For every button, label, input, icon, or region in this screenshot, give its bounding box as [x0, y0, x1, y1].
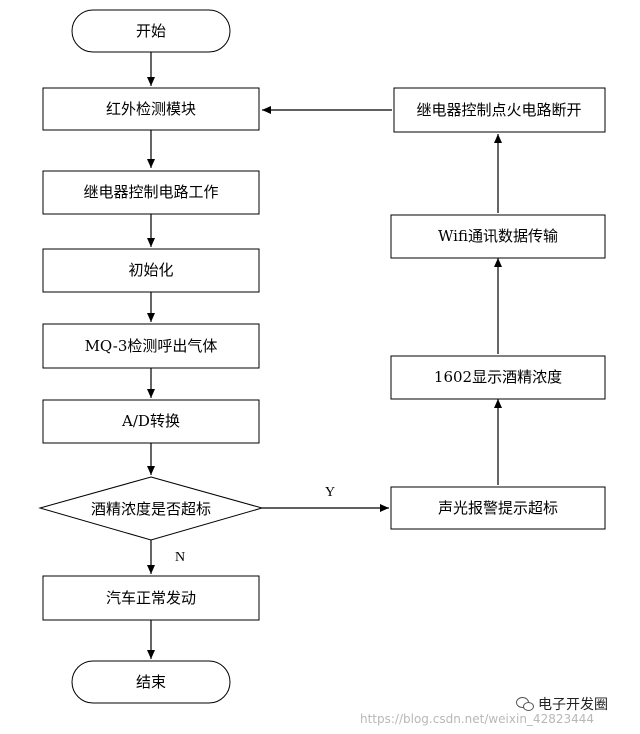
flow-edges [147, 52, 502, 659]
node-decision-label: 酒精浓度是否超标 [91, 500, 211, 518]
process-mq3 [42, 323, 260, 369]
node-end-label: 结束 [136, 673, 166, 691]
watermark-logo: 电子开发圈 [516, 694, 608, 714]
node-alarm: 声光报警提示超标 [390, 486, 606, 530]
process-ir-module [42, 87, 260, 131]
node-start: 开始 [71, 9, 231, 53]
node-decision: 酒精浓度是否超标 [38, 476, 264, 541]
node-mq3-label: MQ-3检测呼出气体 [85, 337, 218, 355]
wechat-icon [516, 697, 534, 711]
node-relay-circuit-label: 继电器控制电路工作 [83, 183, 218, 201]
node-init: 初始化 [42, 248, 260, 293]
node-mq3: MQ-3检测呼出气体 [42, 323, 260, 369]
node-lcd: 1602显示酒精浓度 [390, 355, 606, 400]
node-wifi-label: Wifi通讯数据传输 [438, 227, 558, 245]
process-lcd [390, 355, 606, 400]
watermark-url: https://blog.csdn.net/weixin_42823444 [360, 712, 595, 726]
node-relay-cutoff-label: 继电器控制点火电路断开 [416, 101, 581, 119]
process-relay-circuit [42, 170, 260, 215]
node-start-label: 开始 [136, 22, 166, 40]
terminator-start [71, 9, 231, 53]
node-init-label: 初始化 [128, 261, 173, 279]
watermark-logo-text: 电子开发圈 [538, 697, 608, 713]
process-wifi [390, 214, 606, 259]
process-alarm [390, 486, 606, 530]
process-car-start [42, 575, 260, 621]
node-ad-label: A/D转换 [121, 412, 180, 430]
node-wifi: Wifi通讯数据传输 [390, 214, 606, 259]
node-ir-module-label: 红外检测模块 [106, 100, 196, 118]
node-alarm-label: 声光报警提示超标 [438, 499, 558, 517]
decision-diamond [38, 476, 264, 541]
edge-label-no: N [175, 550, 185, 565]
node-end: 结束 [71, 660, 231, 704]
node-relay-cutoff: 继电器控制点火电路断开 [393, 87, 606, 133]
process-init [42, 248, 260, 293]
edge-label-yes: Y [325, 485, 335, 500]
node-car-start-label: 汽车正常发动 [106, 589, 196, 607]
process-ad [42, 399, 260, 444]
process-relay-cutoff [393, 87, 606, 133]
node-ad: A/D转换 [42, 399, 260, 444]
node-ir-module: 红外检测模块 [42, 87, 260, 131]
node-relay-circuit: 继电器控制电路工作 [42, 170, 260, 215]
terminator-end [71, 660, 231, 704]
node-lcd-label: 1602显示酒精浓度 [434, 368, 562, 386]
node-car-start: 汽车正常发动 [42, 575, 260, 621]
